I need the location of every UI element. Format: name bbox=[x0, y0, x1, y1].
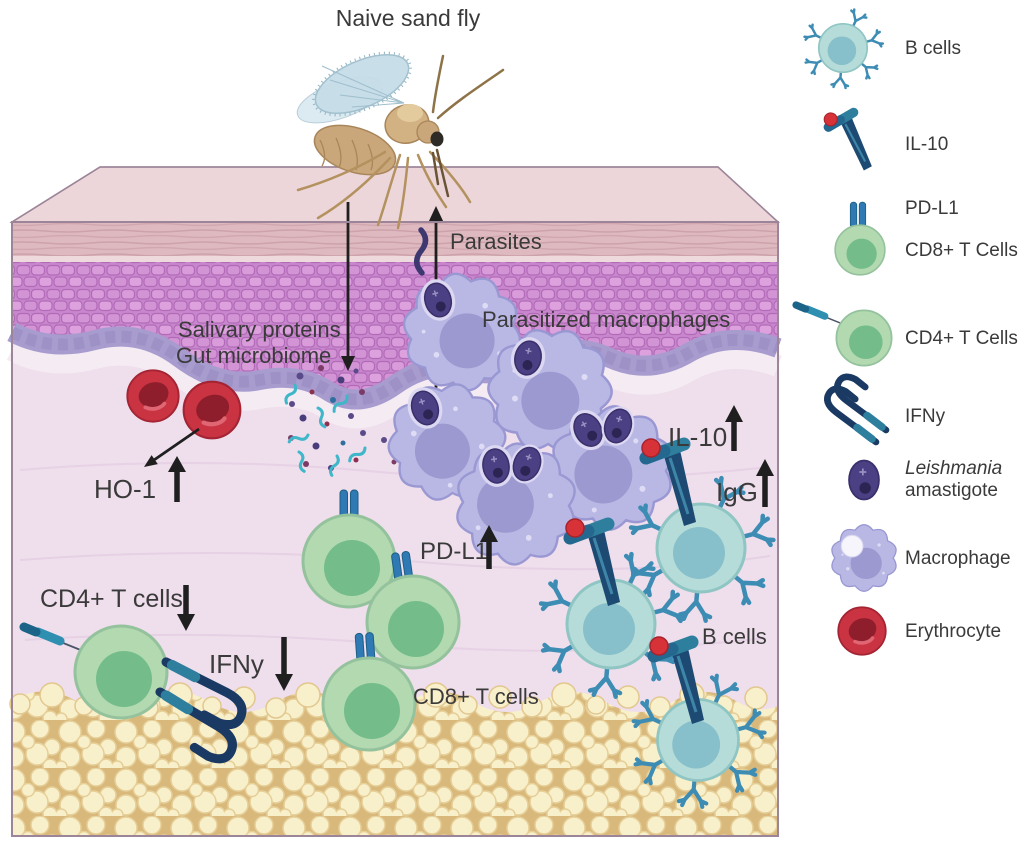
ifny-icon bbox=[819, 374, 899, 442]
ho1-pointer-arrow bbox=[144, 427, 200, 467]
legend-label-macrophage: Macrophage bbox=[905, 548, 1011, 569]
fly-eye bbox=[430, 131, 444, 147]
sub-basal-glow bbox=[6, 340, 782, 429]
cd8-t-cell-icon bbox=[834, 224, 886, 276]
fly-proboscis bbox=[431, 148, 450, 198]
skin-top-face-border bbox=[9, 166, 780, 223]
parasitized-macrophages-label: Parasitized macrophages bbox=[482, 307, 730, 332]
epidermis-surface-line bbox=[12, 256, 778, 264]
b-cell-icon bbox=[804, 9, 884, 89]
skin-block: HO-1 PD-L1 CD8+ T cells bbox=[6, 166, 782, 837]
cd4-t-cells-label: CD4+ T cells bbox=[40, 585, 183, 613]
cd4-t-cell bbox=[73, 624, 169, 720]
gut-microbiome-label: Gut microbiome bbox=[176, 343, 331, 368]
il10-up-arrow bbox=[725, 405, 743, 451]
salivary-protein-dots bbox=[282, 365, 397, 478]
pdl1-label: PD-L1 bbox=[420, 538, 488, 565]
cd8-t-cell bbox=[321, 656, 417, 752]
salivary-injection-arrow bbox=[341, 202, 355, 371]
salivary-proteins-label: Salivary proteins bbox=[178, 317, 341, 342]
igg-label: IgG bbox=[716, 477, 758, 507]
ho1-label: HO-1 bbox=[94, 474, 156, 504]
stratum-corneum-layer bbox=[12, 222, 778, 258]
legend-label-ifny: IFNy bbox=[905, 406, 946, 427]
fat-layer bbox=[9, 682, 778, 835]
fly-legs bbox=[296, 150, 472, 230]
macrophage-icon bbox=[831, 524, 897, 592]
legend-label-erythrocyte: Erythrocyte bbox=[905, 621, 1001, 642]
legend-label-b-cells: B cells bbox=[905, 38, 961, 59]
fly-antennae bbox=[431, 54, 505, 120]
basal-layer-cells bbox=[9, 326, 781, 406]
figure-title: Naive sand fly bbox=[336, 5, 481, 31]
legend-label-pdl1: PD-L1 bbox=[905, 198, 959, 219]
erythrocyte bbox=[125, 368, 181, 424]
cd4-t-cell-icon bbox=[796, 305, 893, 367]
il10-icon bbox=[823, 107, 872, 175]
legend-label-leishmania: Leishmania bbox=[905, 458, 1002, 479]
cd8-t-cell bbox=[365, 574, 461, 670]
sand-fly bbox=[296, 51, 505, 230]
amastigotes-in-macrophages bbox=[406, 279, 637, 487]
b-cells-label: B cells bbox=[702, 624, 767, 649]
igg-up-arrow bbox=[756, 459, 774, 507]
cd8-t-cells-label: CD8+ T cells bbox=[413, 684, 539, 709]
ifny-down-arrow bbox=[275, 637, 293, 691]
legend-label-cd4: CD4+ T Cells bbox=[905, 328, 1018, 349]
legend: B cells IL-10 PD-L1 CD8+ T Cells CD4+ T … bbox=[796, 9, 1018, 657]
pdl1-up-arrow bbox=[480, 525, 498, 569]
ifny-label: IFNy bbox=[209, 649, 264, 679]
erythrocyte bbox=[184, 382, 241, 439]
erythrocyte-icon bbox=[836, 605, 888, 657]
parasites-label: Parasites bbox=[450, 229, 542, 254]
legend-label-cd8: CD8+ T Cells bbox=[905, 240, 1018, 261]
cd4-down-arrow bbox=[177, 585, 195, 631]
il10-label: IL-10 bbox=[668, 422, 727, 452]
legend-label-amastigote: amastigote bbox=[905, 480, 998, 501]
ho1-up-arrow bbox=[168, 456, 186, 502]
leishmania-amastigote-icon bbox=[848, 459, 880, 501]
fly-wing-veins bbox=[321, 65, 405, 108]
legend-label-il10: IL-10 bbox=[905, 134, 948, 155]
parasitized-macrophage-cluster bbox=[364, 264, 689, 581]
skin-top-face bbox=[9, 166, 780, 223]
